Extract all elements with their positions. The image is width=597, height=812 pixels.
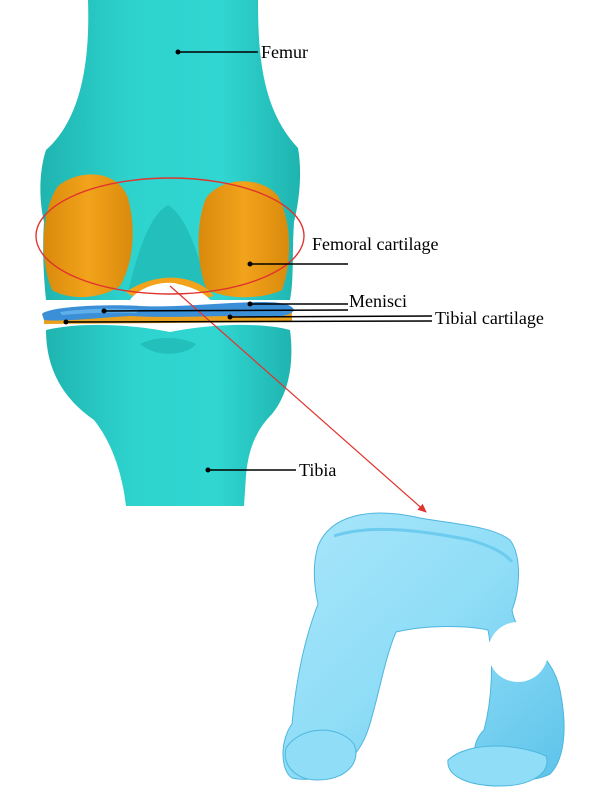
- label-menisci: Menisci: [349, 291, 407, 311]
- tibia-leader-dot: [206, 468, 211, 473]
- label-femur: Femur: [261, 42, 308, 62]
- menisci-leader-dot-2: [102, 309, 107, 314]
- tibial-cartilage-leader-dot-1: [228, 315, 233, 320]
- femoral-cartilage-leader-dot: [248, 262, 253, 267]
- menisci-leader-dot-1: [248, 302, 253, 307]
- tibial-cartilage-leader-dot-2: [64, 320, 69, 325]
- tibial-cartilage-leader-1: [230, 316, 432, 317]
- detail-right-foot: [448, 746, 547, 786]
- detail-hole: [488, 622, 548, 682]
- femoral-cartilage-left: [44, 174, 133, 297]
- tibial-cartilage-leader-2: [66, 321, 432, 322]
- menisci-leader-2: [104, 310, 348, 311]
- label-femoral-cartilage: Femoral cartilage: [312, 234, 438, 254]
- label-tibial-cartilage: Tibial cartilage: [435, 308, 544, 328]
- label-tibia: Tibia: [299, 460, 336, 480]
- detail-left-foot: [285, 730, 356, 780]
- femoral-cartilage-right: [199, 181, 290, 297]
- femur-leader-dot: [176, 50, 181, 55]
